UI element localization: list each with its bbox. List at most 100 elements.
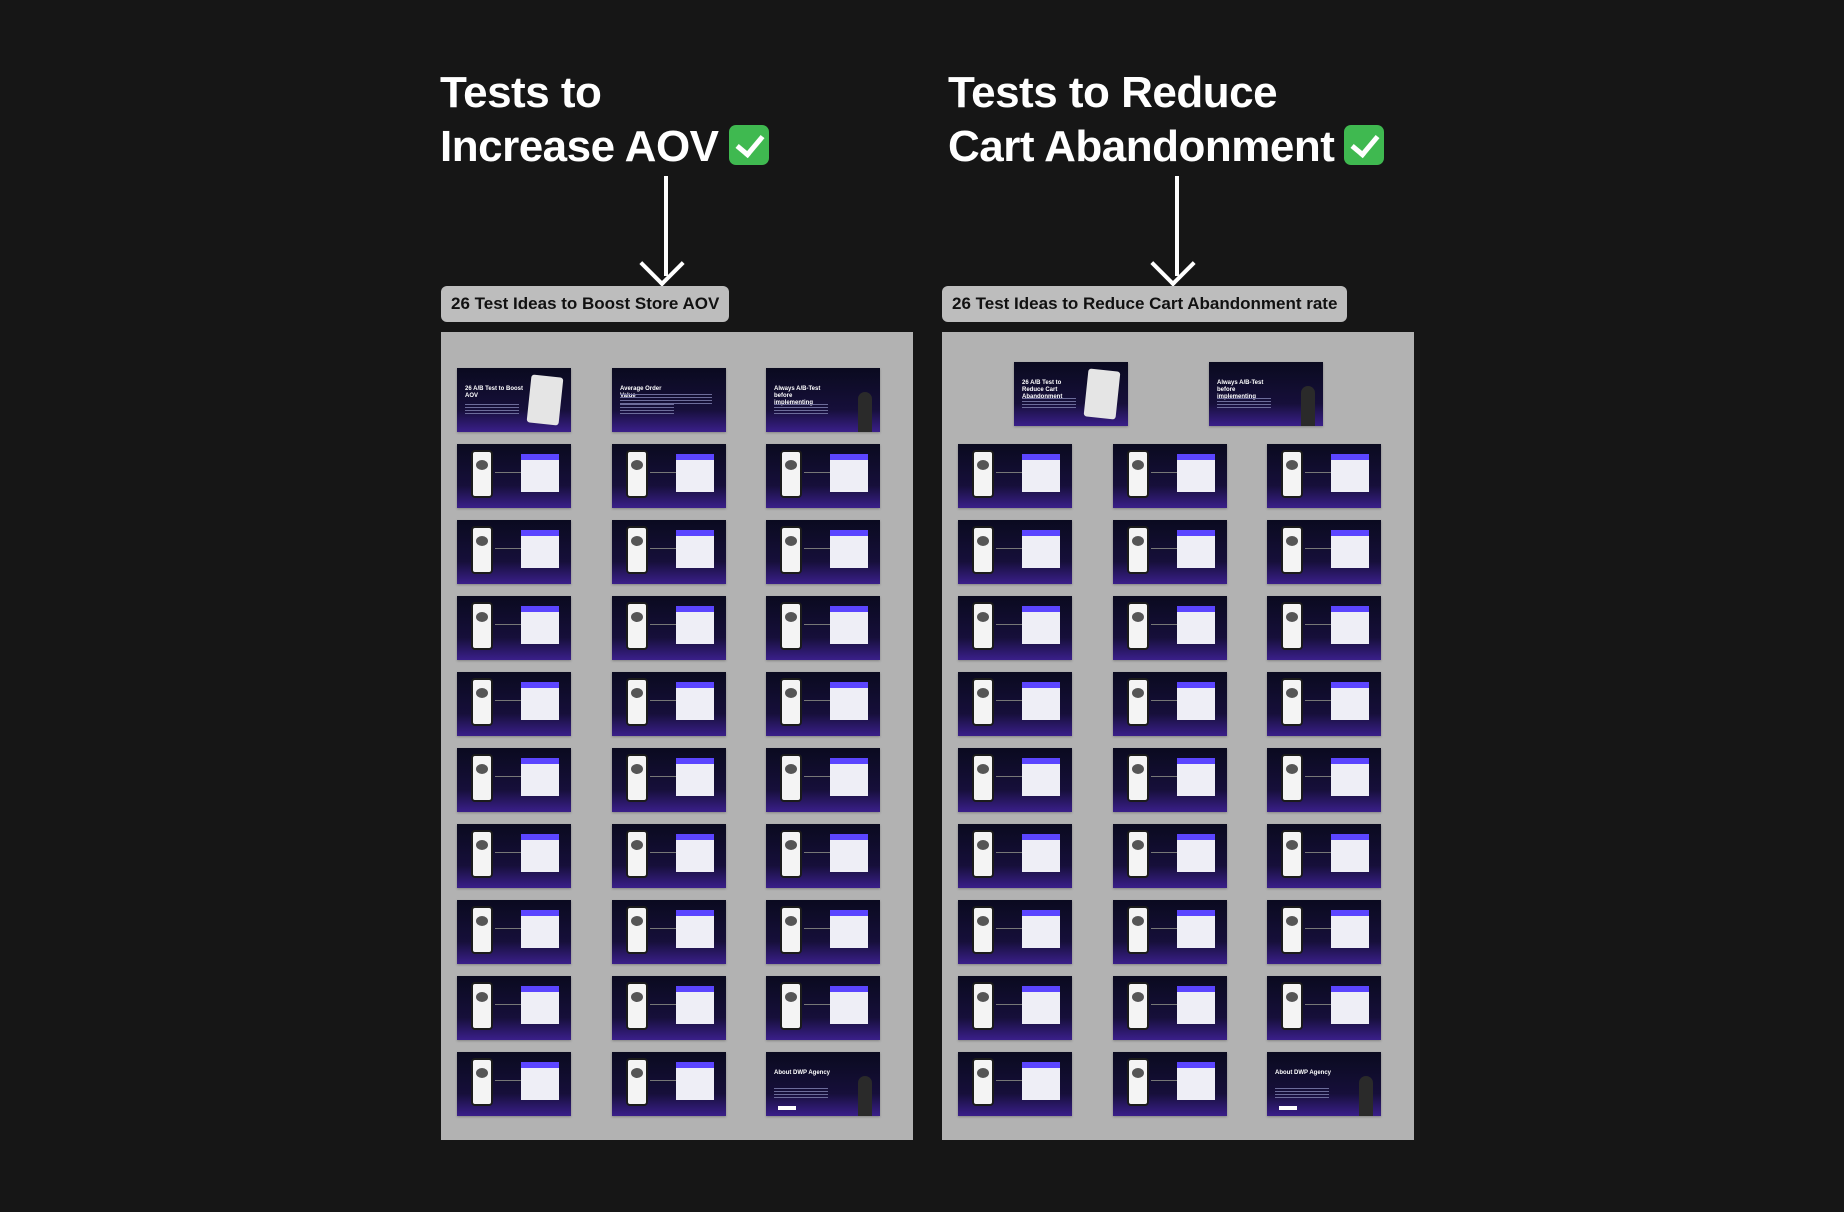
test-slide-thumbnail[interactable]	[1267, 824, 1381, 888]
test-slide-thumbnail[interactable]	[1267, 520, 1381, 584]
slides-board-cart[interactable]: 26 A/B Test to Reduce Cart Abandonment Al…	[942, 332, 1414, 1140]
phone-mockup-icon	[972, 1058, 994, 1106]
test-slide-thumbnail[interactable]	[457, 824, 571, 888]
phone-mockup-icon	[780, 754, 802, 802]
title-slide-thumbnail[interactable]: 26 A/B Test to Boost AOV	[457, 368, 571, 432]
phone-mockup-icon	[972, 678, 994, 726]
test-slide-thumbnail[interactable]	[958, 520, 1072, 584]
test-slide-thumbnail[interactable]	[1113, 824, 1227, 888]
test-slide-thumbnail[interactable]	[457, 520, 571, 584]
phone-mockup-icon	[471, 602, 493, 650]
connector-line	[1151, 776, 1177, 777]
test-slide-thumbnail[interactable]	[958, 900, 1072, 964]
test-slide-thumbnail[interactable]	[1267, 900, 1381, 964]
test-slide-thumbnail[interactable]	[766, 976, 880, 1040]
test-slide-thumbnail[interactable]	[958, 596, 1072, 660]
test-slide-thumbnail[interactable]	[457, 1052, 571, 1116]
connector-line	[1305, 776, 1331, 777]
connector-line	[650, 1004, 676, 1005]
test-slide-thumbnail[interactable]	[958, 444, 1072, 508]
test-slide-thumbnail[interactable]	[457, 976, 571, 1040]
slide-body-text	[1275, 1088, 1329, 1100]
title-slide-thumbnail[interactable]: 26 A/B Test to Reduce Cart Abandonment	[1014, 362, 1128, 426]
test-slide-thumbnail[interactable]	[958, 1052, 1072, 1116]
test-description-card	[830, 606, 868, 644]
test-slide-thumbnail[interactable]	[1267, 976, 1381, 1040]
phone-mockup-icon	[471, 450, 493, 498]
test-slide-thumbnail[interactable]	[766, 672, 880, 736]
test-slide-thumbnail[interactable]	[612, 1052, 726, 1116]
phone-mockup-icon	[626, 830, 648, 878]
test-slide-thumbnail[interactable]	[457, 672, 571, 736]
test-slide-thumbnail[interactable]	[1113, 672, 1227, 736]
phone-mockup-icon	[626, 602, 648, 650]
test-slide-thumbnail[interactable]	[766, 444, 880, 508]
phone-mockup-icon	[780, 982, 802, 1030]
slide-body-text	[465, 404, 519, 416]
test-slide-thumbnail[interactable]	[958, 976, 1072, 1040]
test-slide-thumbnail[interactable]	[457, 748, 571, 812]
heading-line: Tests to Reduce	[948, 68, 1278, 117]
test-slide-thumbnail[interactable]	[612, 672, 726, 736]
test-slide-thumbnail[interactable]	[958, 672, 1072, 736]
test-slide-thumbnail[interactable]	[1113, 900, 1227, 964]
test-description-card	[830, 758, 868, 796]
test-description-card	[521, 454, 559, 492]
test-description-card	[1331, 682, 1369, 720]
test-slide-thumbnail[interactable]	[1113, 1052, 1227, 1116]
connector-line	[650, 776, 676, 777]
title-slide-thumbnail[interactable]: About DWP Agency	[1267, 1052, 1381, 1116]
test-slide-thumbnail[interactable]	[612, 596, 726, 660]
test-description-card	[676, 910, 714, 948]
test-slide-thumbnail[interactable]	[766, 596, 880, 660]
connector-line	[1305, 700, 1331, 701]
test-slide-thumbnail[interactable]	[958, 824, 1072, 888]
test-slide-thumbnail[interactable]	[612, 900, 726, 964]
test-slide-thumbnail[interactable]	[612, 748, 726, 812]
test-slide-thumbnail[interactable]	[1113, 748, 1227, 812]
connector-line	[650, 700, 676, 701]
test-description-card	[1022, 834, 1060, 872]
test-slide-thumbnail[interactable]	[457, 596, 571, 660]
test-slide-thumbnail[interactable]	[1113, 444, 1227, 508]
test-description-card	[521, 606, 559, 644]
connector-line	[1151, 852, 1177, 853]
test-slide-thumbnail[interactable]	[1267, 444, 1381, 508]
test-description-card	[1022, 606, 1060, 644]
test-slide-thumbnail[interactable]	[612, 824, 726, 888]
test-slide-thumbnail[interactable]	[1267, 748, 1381, 812]
test-slide-thumbnail[interactable]	[766, 900, 880, 964]
test-slide-thumbnail[interactable]	[457, 900, 571, 964]
test-slide-thumbnail[interactable]	[1113, 596, 1227, 660]
board-label-cart[interactable]: 26 Test Ideas to Reduce Cart Abandonment…	[942, 286, 1348, 322]
test-slide-thumbnail[interactable]	[766, 748, 880, 812]
phone-mockup-icon	[1281, 526, 1303, 574]
test-slide-thumbnail[interactable]	[1113, 520, 1227, 584]
connector-line	[996, 852, 1022, 853]
connector-line	[804, 548, 830, 549]
test-slide-thumbnail[interactable]	[1267, 672, 1381, 736]
test-slide-thumbnail[interactable]	[457, 444, 571, 508]
phone-mockup-icon	[471, 526, 493, 574]
slides-board-aov[interactable]: 26 A/B Test to Boost AOV Average Order Va…	[441, 332, 913, 1140]
test-slide-thumbnail[interactable]	[766, 824, 880, 888]
connector-line	[1151, 928, 1177, 929]
test-slide-thumbnail[interactable]	[1113, 976, 1227, 1040]
connector-line	[804, 852, 830, 853]
test-slide-thumbnail[interactable]	[766, 520, 880, 584]
test-slide-thumbnail[interactable]	[612, 520, 726, 584]
connector-line	[804, 928, 830, 929]
connector-line	[1305, 928, 1331, 929]
test-slide-thumbnail[interactable]	[612, 976, 726, 1040]
test-slide-thumbnail[interactable]	[612, 444, 726, 508]
connector-line	[1305, 624, 1331, 625]
connector-line	[1151, 1004, 1177, 1005]
board-label-aov[interactable]: 26 Test Ideas to Boost Store AOV	[441, 286, 730, 322]
test-slide-thumbnail[interactable]	[1267, 596, 1381, 660]
title-slide-thumbnail[interactable]: About DWP Agency	[766, 1052, 880, 1116]
title-slide-thumbnail[interactable]: Average Order Value	[612, 368, 726, 432]
title-slide-thumbnail[interactable]: Always A/B-Test before implementing	[766, 368, 880, 432]
presenter-image	[1301, 386, 1315, 426]
title-slide-thumbnail[interactable]: Always A/B-Test before implementing	[1209, 362, 1323, 426]
test-slide-thumbnail[interactable]	[958, 748, 1072, 812]
